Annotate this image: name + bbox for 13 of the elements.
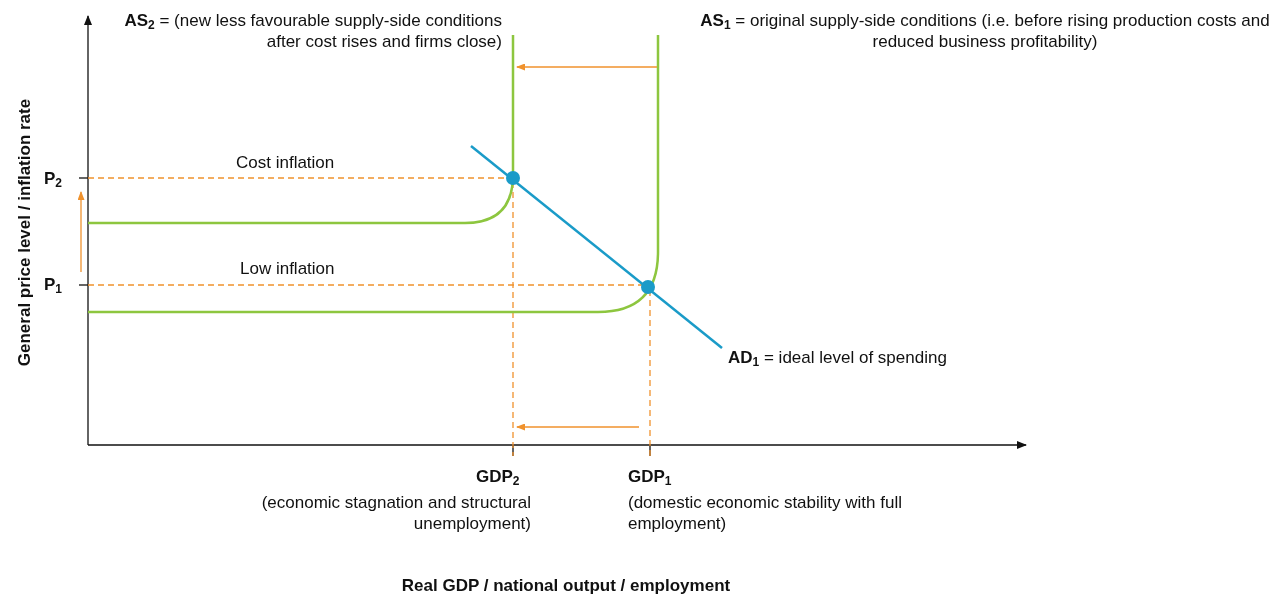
region-label: Low inflation — [240, 258, 335, 279]
curve-label: AD$_{1}$ = ideal level of spending — [728, 347, 947, 368]
axis-title: Real GDP / national output / employment — [400, 575, 732, 595]
axis-value: GDP$_{1}$ — [628, 466, 672, 487]
axis-title: General price level / inflation rate — [13, 97, 35, 369]
curve-label: AS$_{1}$ = original supply-side conditions (i.e. before rising production costs and reduced business profitability) — [699, 10, 1271, 52]
region-label: Cost inflation — [236, 152, 335, 173]
axis-value: P$_{2}$ — [44, 168, 63, 189]
curve-label: AS$_{2}$ = (new less favourable supply-side conditions after cost rises and firms close) — [123, 10, 502, 52]
axis-value: GDP$_{2}$ — [476, 466, 520, 487]
axis-value: P$_{1}$ — [44, 274, 63, 295]
axis-note: (domestic economic stability with full employment) — [628, 492, 903, 534]
axis-note: (economic stagnation and structural unemployment) — [260, 492, 531, 534]
